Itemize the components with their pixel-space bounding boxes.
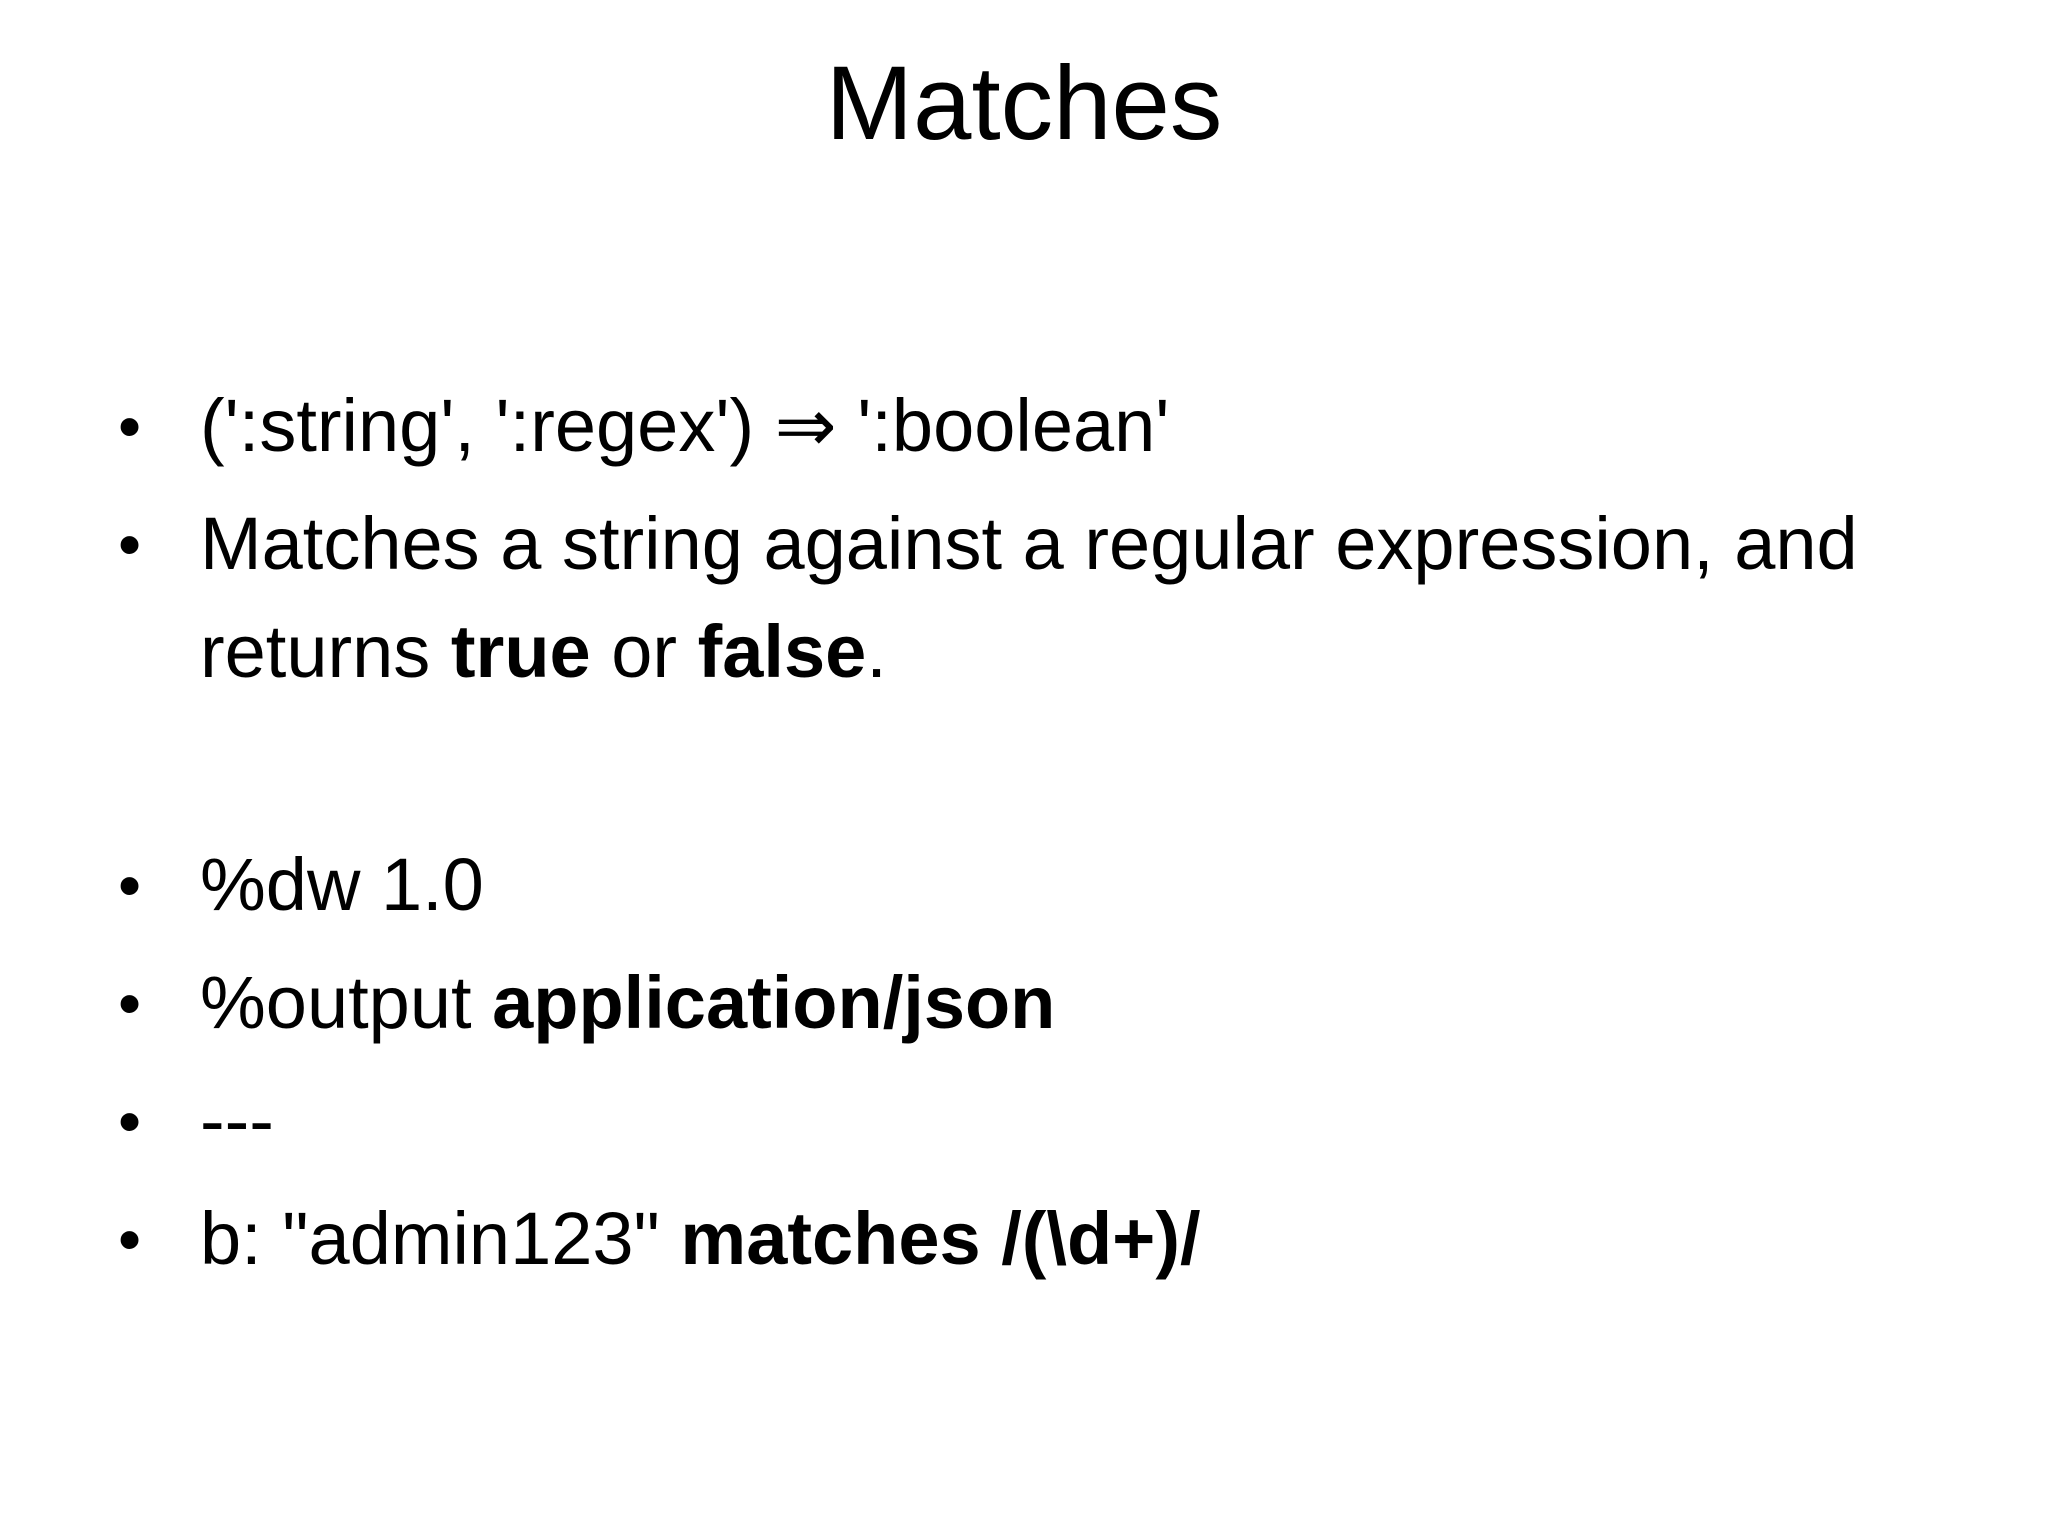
bullet-marker: •	[118, 1202, 142, 1276]
bullet-text: %dw 1.0	[200, 843, 484, 926]
bullet-item-code-example: • b: "admin123" matches /(\d+)/	[118, 1185, 1948, 1293]
bullet-marker: •	[118, 1084, 142, 1158]
text-run: b: "admin123"	[200, 1197, 681, 1280]
bullet-text: (':string', ':regex') ⇒ ':boolean'	[200, 384, 1170, 467]
slide-title: Matches	[825, 45, 1223, 162]
bullet-item-description: • Matches a string against a regular exp…	[118, 490, 1948, 706]
bullet-item-signature: • (':string', ':regex') ⇒ ':boolean'	[118, 372, 1948, 480]
text-run-bold: false	[697, 610, 867, 693]
bullet-list: • (':string', ':regex') ⇒ ':boolean' • M…	[118, 372, 1948, 1303]
bullet-marker: •	[118, 966, 142, 1040]
text-run: %output	[200, 961, 493, 1044]
bullet-marker: •	[118, 848, 142, 922]
text-run: Matches a string against a regular expre…	[200, 502, 1858, 693]
bullet-marker: •	[118, 507, 142, 581]
bullet-item-output-directive: • %output application/json	[118, 949, 1948, 1057]
bullet-marker: •	[118, 389, 142, 463]
text-run: .	[866, 610, 887, 693]
bullet-text: ---	[200, 1079, 274, 1162]
bullet-text: b: "admin123" matches /(\d+)/	[200, 1185, 1948, 1293]
text-run-bold: matches /(\d+)/	[680, 1197, 1201, 1280]
bullet-text: Matches a string against a regular expre…	[200, 490, 1948, 706]
bullet-item-separator: • ---	[118, 1067, 1948, 1175]
bullet-text: %output application/json	[200, 949, 1948, 1057]
bullet-item-dw-version: • %dw 1.0	[118, 831, 1948, 939]
text-run: or	[590, 610, 698, 693]
text-run-bold: true	[450, 610, 591, 693]
blank-line	[118, 716, 1948, 831]
text-run-bold: application/json	[492, 961, 1056, 1044]
